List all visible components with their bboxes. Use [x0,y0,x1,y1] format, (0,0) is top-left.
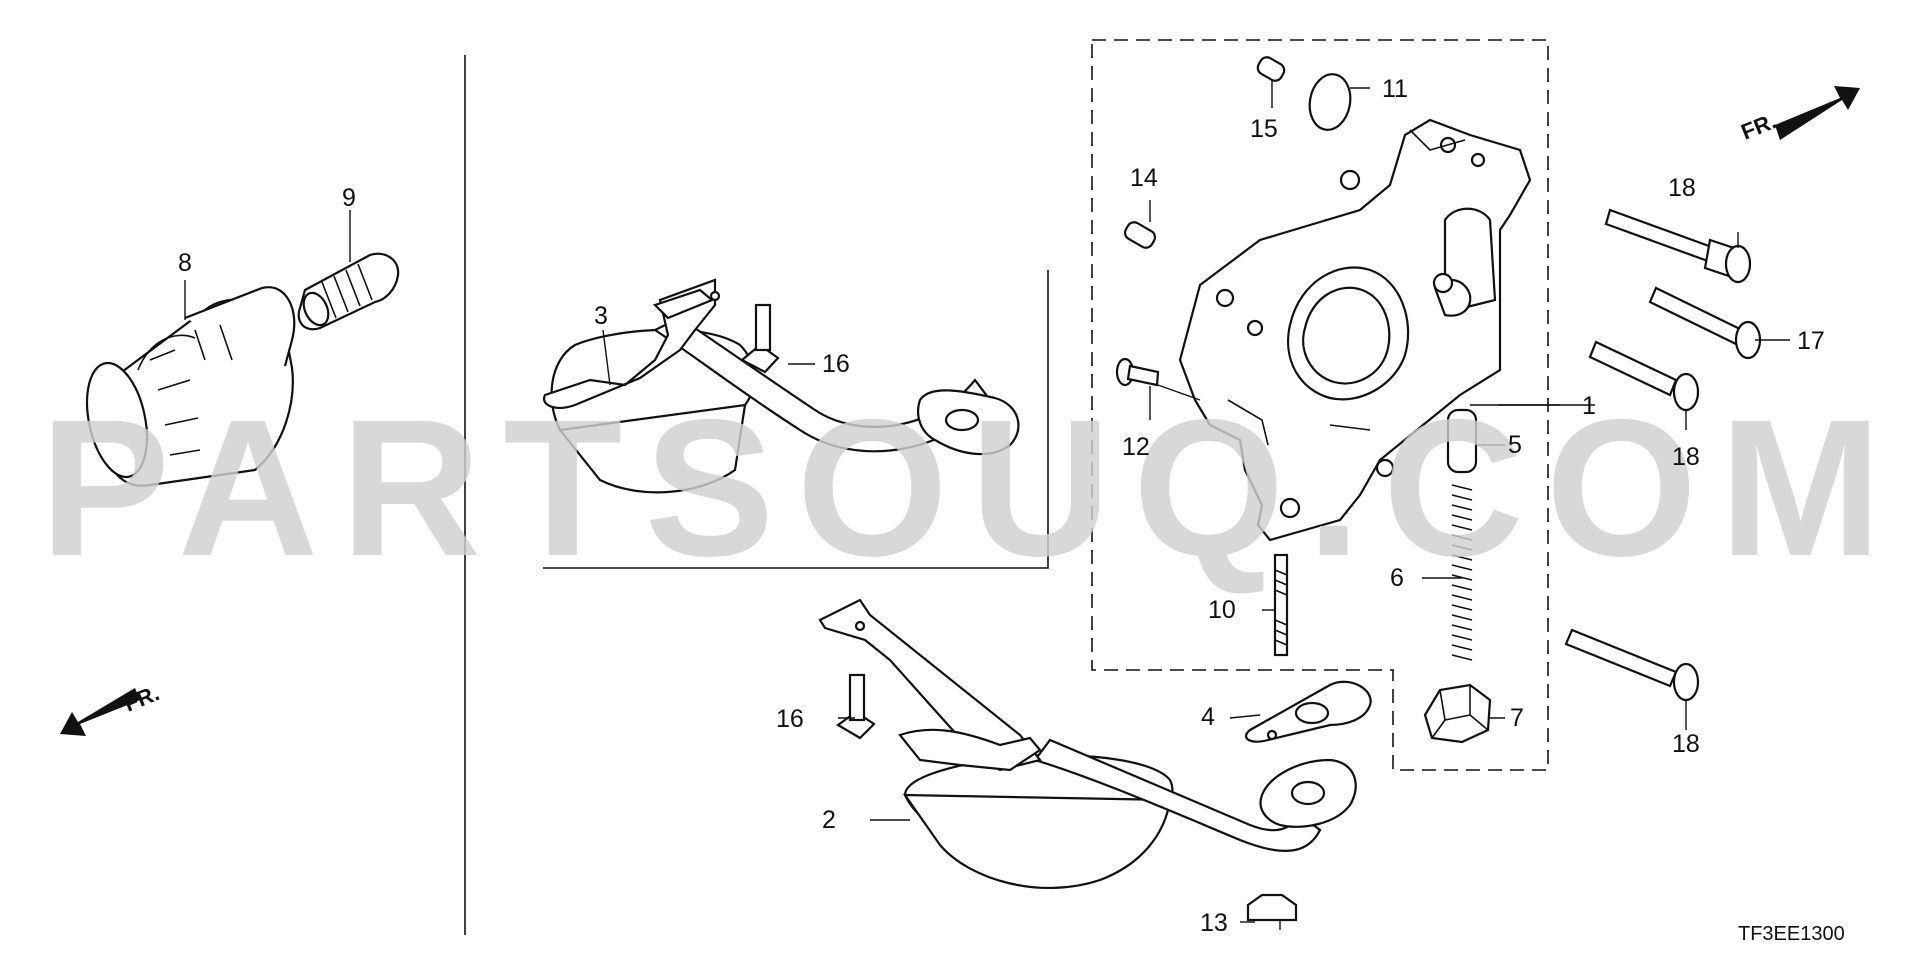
front-arrow-lower [60,688,140,736]
pump-group-frame [1091,39,1549,771]
bolt-middle [1588,340,1700,412]
callout-3: 3 [594,302,608,330]
bolt-upper [1604,208,1752,284]
callout-16-upper: 16 [822,350,850,378]
dowel-pin [1123,221,1157,249]
bolt-lower [1564,628,1700,702]
callout-4: 4 [1201,703,1215,731]
pump-bolt [1115,357,1160,387]
oil-strainer [818,598,1357,890]
callout-5: 5 [1508,431,1522,459]
flange-bolt-b [835,673,876,740]
diagram-code: TF3EE1300 [1738,923,1845,945]
callout-8: 8 [178,249,192,277]
callout-13: 13 [1200,909,1228,937]
callout-18-lower: 18 [1672,730,1700,758]
oil-filter-fitting [297,252,400,331]
flange-bolt-a [740,303,780,374]
callout-15: 15 [1250,115,1278,143]
inset-frame [543,270,1049,569]
oil-strainer-inset [542,278,1020,494]
front-direction-label-lower: FR. [121,680,163,716]
relief-spring [1451,484,1473,661]
relief-valve [1446,408,1478,474]
callout-6: 6 [1390,564,1404,592]
leader-lines [184,80,1790,930]
callout-16-lower: 16 [776,705,804,733]
callout-17: 17 [1797,327,1825,355]
front-arrow-upper [1775,86,1860,140]
front-direction-label-upper: FR. [1738,108,1780,144]
oil-filter [85,286,296,487]
callout-7: 7 [1510,704,1524,732]
callout-14: 14 [1130,164,1158,192]
stud-bolt [1273,553,1289,657]
watermark: PARTSOUQ.COM [40,379,1904,597]
o-ring [1308,73,1352,131]
relief-plug [1423,683,1492,744]
callout-2: 2 [822,806,836,834]
callout-11: 11 [1382,75,1408,103]
callout-12: 12 [1122,433,1150,461]
callout-18-middle: 18 [1672,443,1700,471]
callout-1: 1 [1582,392,1596,420]
bolt-17 [1648,286,1762,360]
callout-9: 9 [342,184,356,212]
pin [1256,56,1286,82]
callout-10: 10 [1208,596,1236,624]
gasket [1244,680,1372,743]
callout-18-upper: 18 [1668,174,1696,202]
flange-nut [1246,893,1298,922]
oil-pump [1178,118,1532,542]
